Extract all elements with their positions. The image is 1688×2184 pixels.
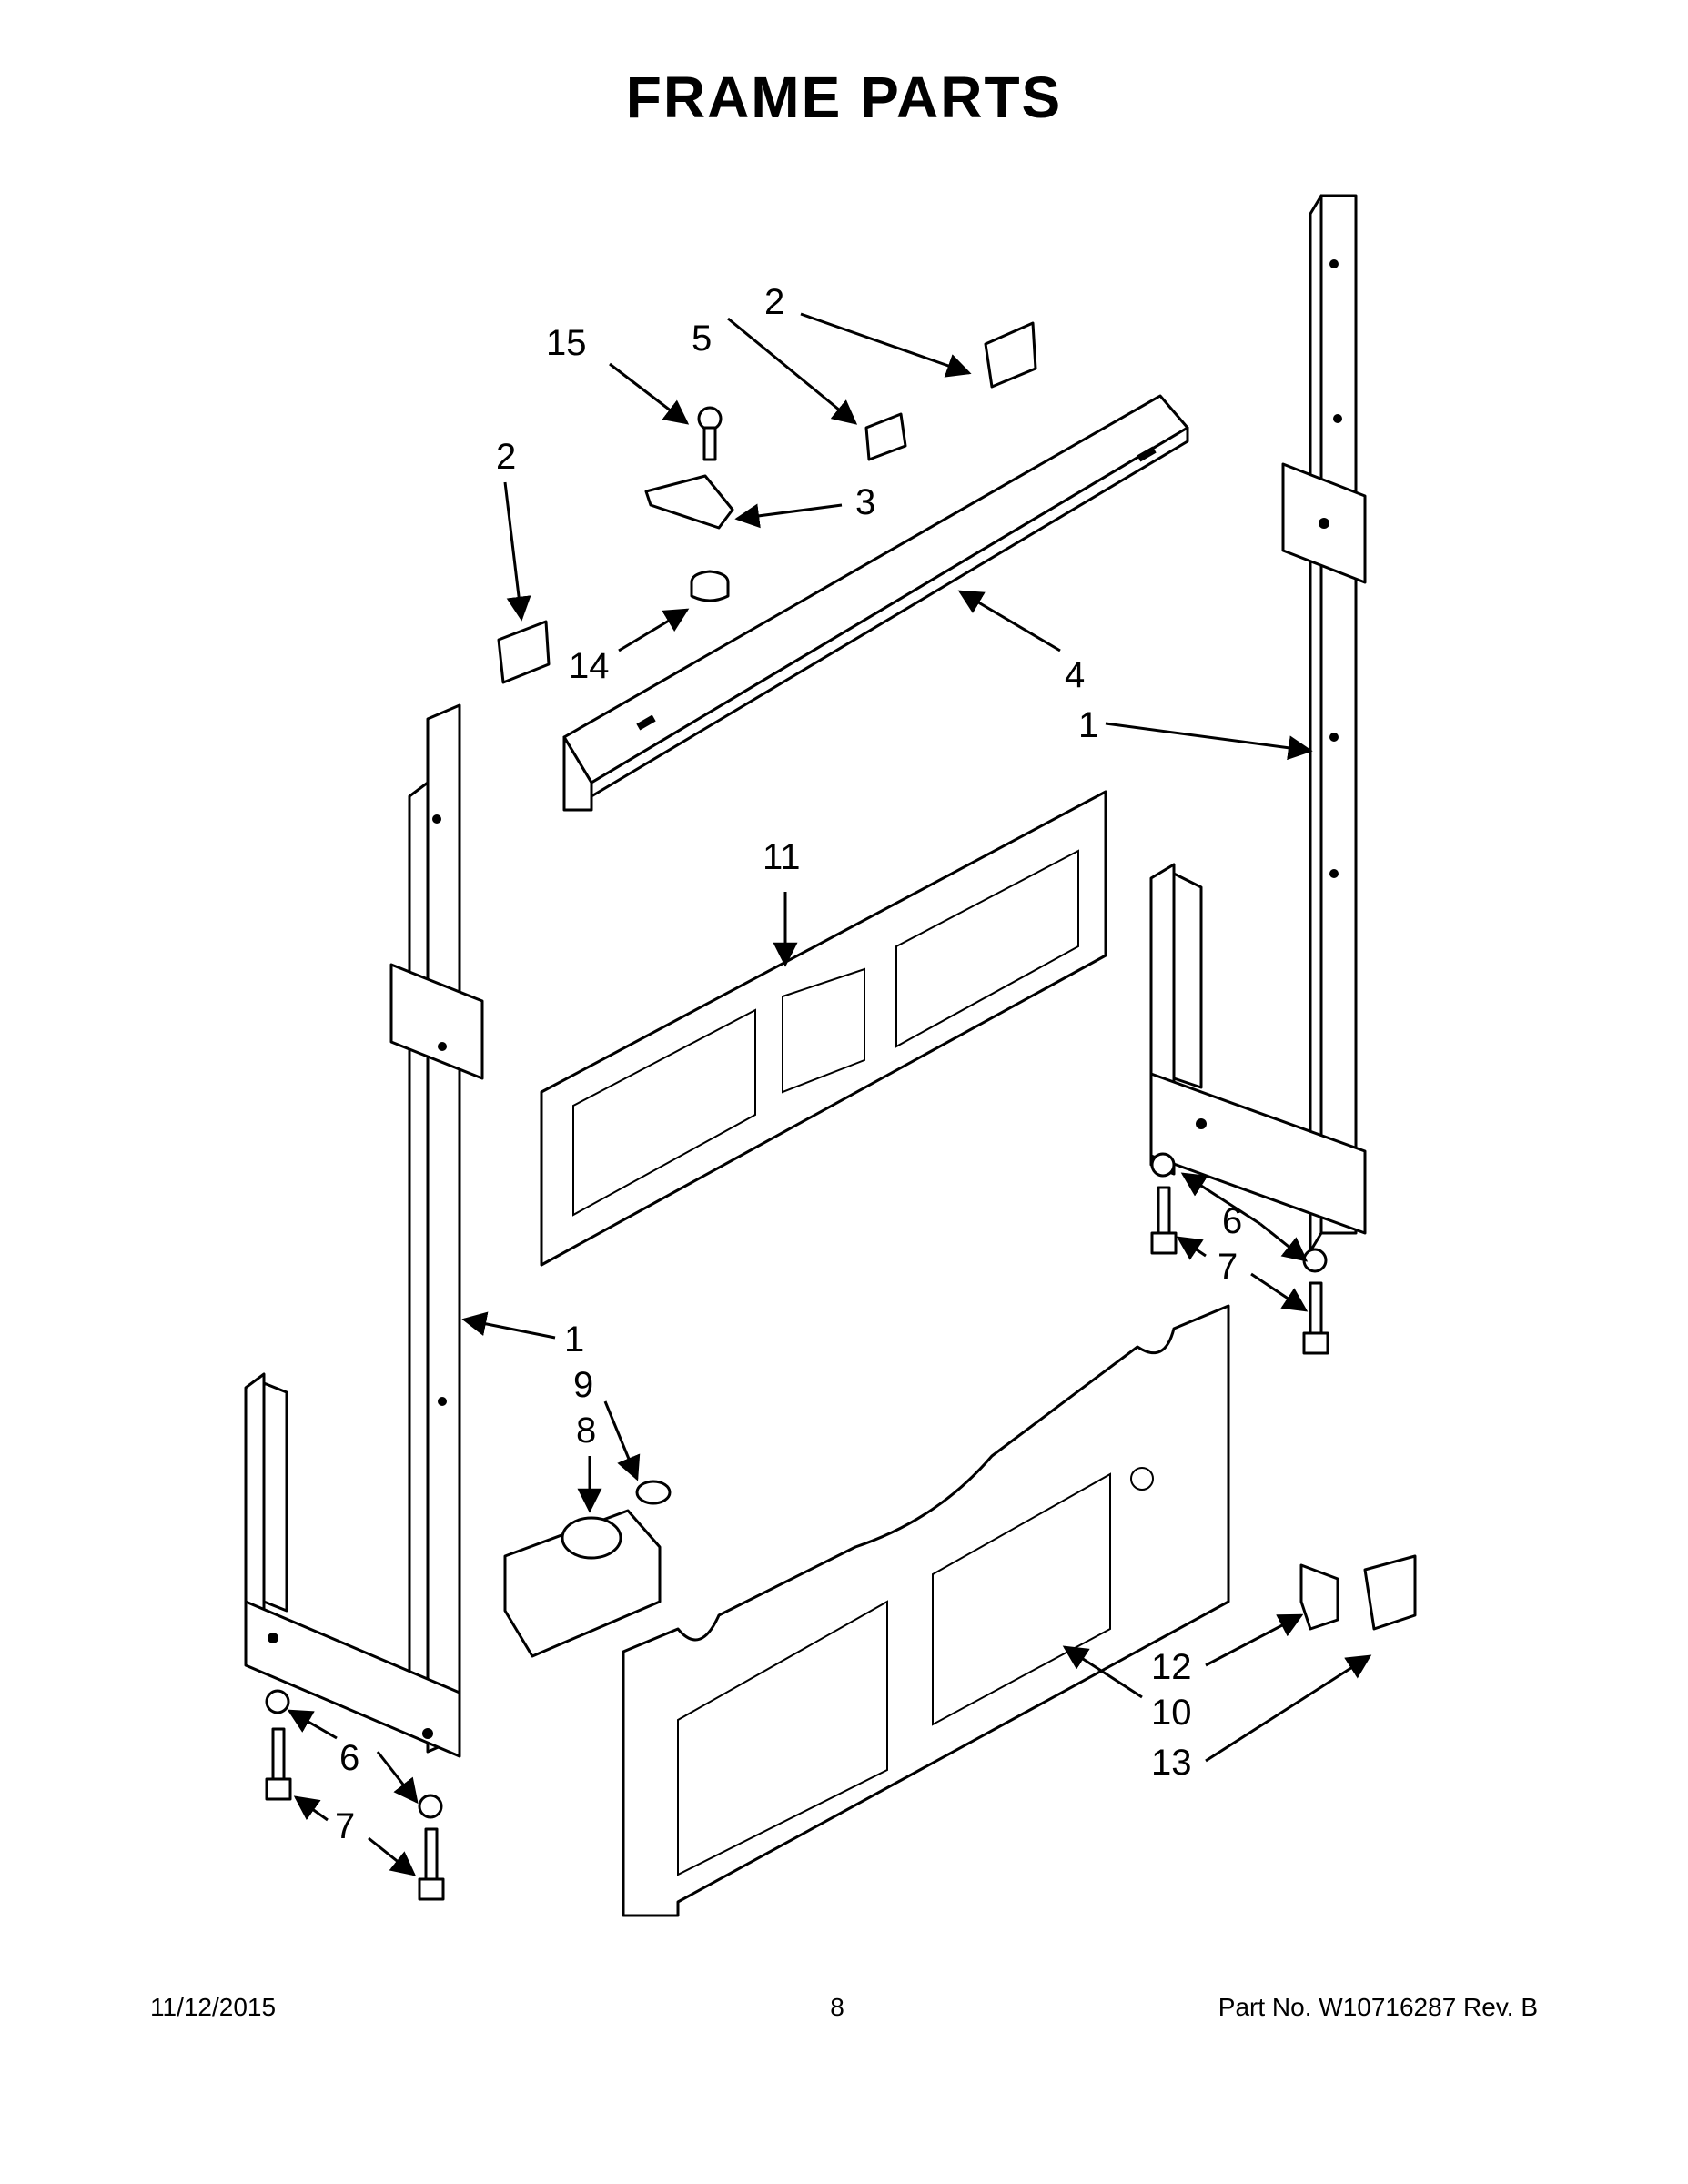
leg-right-rear <box>1150 1152 1178 1255</box>
part-plate-3 <box>644 474 734 530</box>
callout-10: 10 <box>1151 1693 1192 1733</box>
callout-2-left: 2 <box>496 437 516 477</box>
part-nut-14 <box>690 570 730 602</box>
callout-7-left: 7 <box>335 1806 355 1846</box>
callout-labels: 1 1 2 2 3 4 5 6 6 7 7 8 9 10 11 12 13 14… <box>335 282 1242 1846</box>
top-rail <box>562 394 1189 812</box>
part-leg-bracket-12 <box>1299 1563 1339 1631</box>
lower-panel <box>622 1304 1230 1917</box>
callout-6-left: 6 <box>339 1738 359 1778</box>
leg-right-front <box>1302 1248 1329 1355</box>
callout-1-left: 1 <box>564 1320 584 1360</box>
callout-3: 3 <box>855 482 875 522</box>
footer-page-number: 8 <box>830 1993 844 2021</box>
upper-panel <box>540 790 1107 1267</box>
page-title: FRAME PARTS <box>625 65 1063 130</box>
leveling-legs <box>265 1152 1329 1901</box>
callout-6-right: 6 <box>1222 1201 1242 1241</box>
right-side-frame <box>1149 194 1367 1253</box>
part-screw-15 <box>697 406 723 461</box>
callout-11: 11 <box>763 837 801 877</box>
leg-left-rear <box>265 1689 292 1801</box>
part-clip-top-right <box>984 321 1037 389</box>
callout-15: 15 <box>546 323 587 363</box>
callout-8: 8 <box>576 1410 596 1451</box>
part-cover-13 <box>1363 1554 1417 1631</box>
small-hardware <box>497 321 1417 1631</box>
part-bracket-5 <box>864 412 907 461</box>
callout-1-right: 1 <box>1078 705 1098 745</box>
callout-5: 5 <box>692 318 712 359</box>
callout-13: 13 <box>1151 1743 1192 1783</box>
callout-14: 14 <box>569 646 610 686</box>
callout-9: 9 <box>573 1365 593 1405</box>
left-side-frame <box>244 703 484 1758</box>
footer-date: 11/12/2015 <box>150 1993 277 2021</box>
callout-2-top: 2 <box>764 282 784 322</box>
gas-valve-assembly <box>503 1480 672 1658</box>
leader-lines <box>287 312 1372 1876</box>
callout-4: 4 <box>1065 655 1085 695</box>
callout-12: 12 <box>1151 1647 1192 1687</box>
footer-part-number: Part No. W10716287 Rev. B <box>1218 1993 1538 2021</box>
callout-7-right: 7 <box>1218 1247 1238 1287</box>
part-clip-left <box>497 620 551 684</box>
leg-left-front <box>418 1794 445 1901</box>
